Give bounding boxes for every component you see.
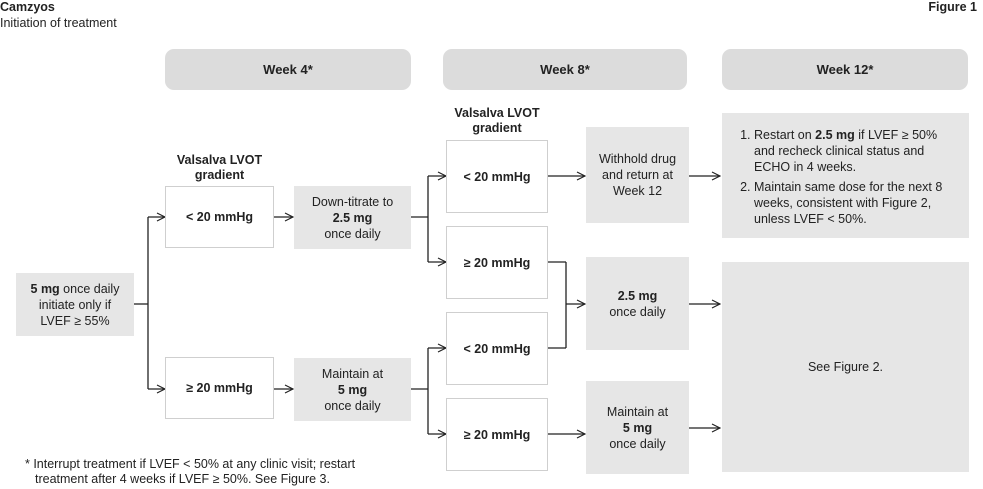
document-subtitle: Initiation of treatment (0, 16, 117, 30)
restart-item-2: Maintain same dose for the next 8 weeks,… (754, 179, 959, 227)
mid-dose-box: 2.5 mg once daily (586, 257, 689, 350)
start-line2: initiate only if (38, 297, 112, 312)
restart-item-1-b: if LVEF ≥ 50% and recheck clinical statu… (754, 128, 938, 174)
maintain-box: Maintain at 5 mg once daily (586, 381, 689, 474)
mid-dose: 2.5 mg (617, 288, 658, 303)
week4-high-action-line1: Maintain at (321, 366, 384, 381)
week4-low-gradient: < 20 mmHg (165, 186, 274, 248)
maintain-dose: 5 mg (622, 420, 653, 435)
withhold-line3: Week 12 (612, 184, 663, 198)
start-dose-rest: once daily (59, 281, 120, 296)
footnote-line1: * Interrupt treatment if LVEF < 50% at a… (25, 457, 356, 471)
withhold-line1: Withhold drug (598, 152, 677, 166)
week8-b-high-gradient: ≥ 20 mmHg (446, 398, 548, 471)
week8-gradient-label-line2: gradient (472, 121, 522, 135)
week4-low-action: Down-titrate to 2.5 mg once daily (294, 186, 411, 249)
footnote-line2: treatment after 4 weeks if LVEF ≥ 50%. S… (35, 472, 330, 486)
footnote: * Interrupt treatment if LVEF < 50% at a… (25, 457, 445, 487)
document-title: Camzyos (0, 0, 55, 14)
week-8-header: Week 8* (443, 49, 687, 90)
week4-high-action: Maintain at 5 mg once daily (294, 358, 411, 421)
restart-item-1: Restart on 2.5 mg if LVEF ≥ 50% and rech… (754, 127, 959, 175)
week-4-header: Week 4* (165, 49, 411, 90)
withhold-box: Withhold drug and return at Week 12 (586, 127, 689, 223)
week8-b-low-gradient: < 20 mmHg (446, 312, 548, 385)
start-dose: 5 mg (30, 281, 60, 296)
week4-high-action-dose: 5 mg (337, 382, 368, 397)
week4-gradient-label: Valsalva LVOT gradient (165, 153, 274, 183)
figure-label: Figure 1 (928, 0, 977, 14)
restart-item-1-dose: 2.5 mg (815, 128, 855, 142)
see-figure-2-box: See Figure 2. (722, 262, 969, 472)
withhold-line2: and return at (602, 168, 673, 182)
week8-a-high-gradient: ≥ 20 mmHg (446, 226, 548, 299)
restart-instructions: Restart on 2.5 mg if LVEF ≥ 50% and rech… (722, 113, 969, 238)
week8-gradient-label: Valsalva LVOT gradient (446, 106, 548, 136)
restart-list: Restart on 2.5 mg if LVEF ≥ 50% and rech… (736, 127, 959, 227)
week8-a-low-gradient: < 20 mmHg (446, 140, 548, 213)
mid-dose-rest: once daily (609, 304, 666, 319)
week4-low-action-dose: 2.5 mg (332, 210, 373, 225)
week4-high-action-line3: once daily (324, 398, 381, 413)
week8-gradient-label-line1: Valsalva LVOT (454, 106, 540, 120)
week4-high-gradient: ≥ 20 mmHg (165, 357, 274, 419)
week4-gradient-label-line1: Valsalva LVOT (176, 153, 263, 167)
start-line3: LVEF ≥ 55% (40, 313, 110, 328)
maintain-line3: once daily (609, 436, 666, 451)
maintain-line1: Maintain at (606, 404, 669, 419)
start-box: 5 mg once daily initiate only if LVEF ≥ … (16, 273, 134, 336)
week4-low-action-line3: once daily (324, 226, 381, 241)
week4-gradient-label-line2: gradient (194, 168, 245, 182)
week4-low-action-line1: Down-titrate to (311, 194, 394, 209)
week-12-header: Week 12* (722, 49, 968, 90)
restart-item-1-a: Restart on (754, 128, 816, 142)
